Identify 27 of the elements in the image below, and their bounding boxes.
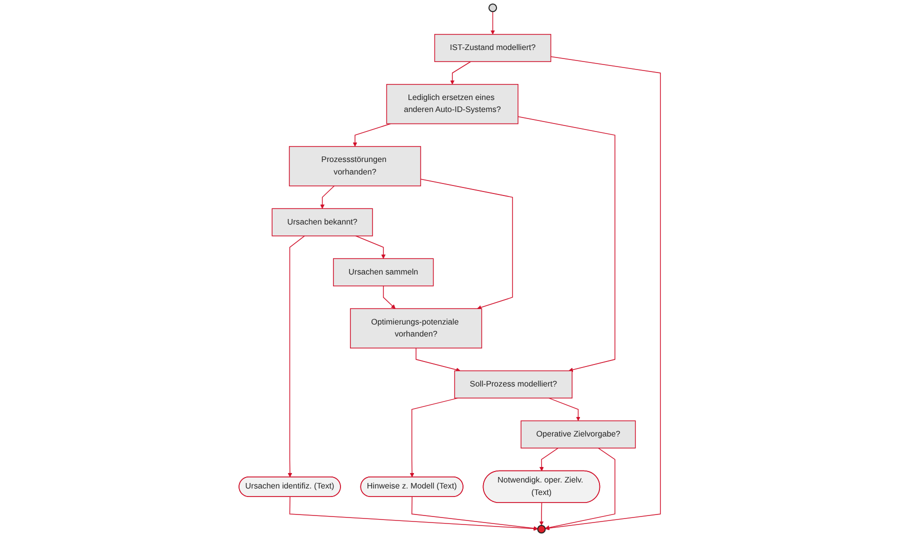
arrow (356, 236, 386, 259)
arrow (416, 348, 461, 372)
arrow (548, 398, 581, 421)
arrow (540, 448, 559, 472)
arrow (490, 11, 496, 35)
node-box: Operative Zielvorgabe? (520, 420, 636, 448)
node-circle (537, 524, 546, 534)
arrow (412, 496, 538, 530)
arrow (545, 448, 616, 530)
node-box: IST-Zustand modelliert? (434, 34, 552, 62)
node-box: Ursachen sammeln (333, 258, 434, 286)
arrow (545, 56, 662, 530)
node-circle (488, 4, 498, 12)
node-box: Prozessstörungen vorhanden? (289, 146, 422, 186)
arrow (383, 286, 396, 309)
arrow (420, 178, 514, 310)
arrow (518, 116, 616, 372)
node-box: Ursachen bekannt? (272, 208, 374, 236)
arrow (540, 502, 544, 526)
node-box: Soll-Prozess modelliert? (454, 370, 573, 398)
arrow (320, 186, 335, 209)
arrow (353, 123, 392, 147)
arrow (450, 61, 472, 85)
arrow (290, 496, 538, 531)
node-box: Lediglich ersetzen eines anderen Auto-ID-Systems? (386, 84, 519, 124)
node-box: Optimierungs-potenziale vorhanden? (350, 308, 482, 348)
arrow (288, 236, 306, 478)
